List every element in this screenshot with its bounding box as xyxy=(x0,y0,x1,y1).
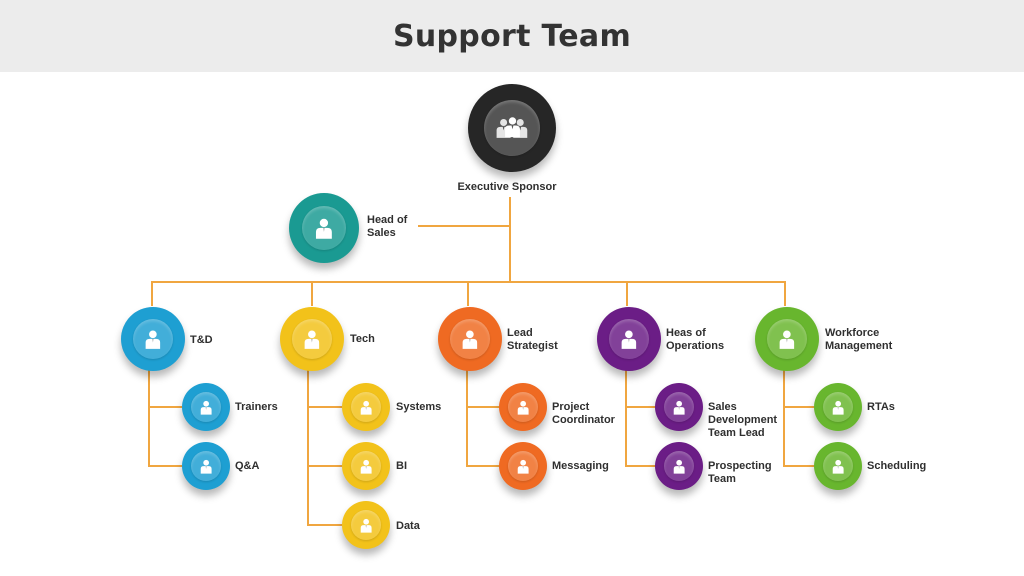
node-project-coordinator xyxy=(499,383,547,431)
node-tech xyxy=(280,307,344,371)
label-line: Team Lead xyxy=(708,427,765,439)
node-scheduling xyxy=(814,442,862,490)
label-scheduling: Scheduling xyxy=(867,460,927,472)
node-bi xyxy=(342,442,390,490)
header-bar: Support Team xyxy=(0,0,1024,72)
person-icon xyxy=(515,399,531,415)
person-icon xyxy=(358,517,374,533)
label-bi: BI xyxy=(396,460,407,472)
person-icon xyxy=(358,399,374,415)
people-group-icon xyxy=(494,114,531,142)
person-icon xyxy=(830,458,846,474)
label-line: Project xyxy=(552,401,590,413)
node-data xyxy=(342,501,390,549)
label-line: Heas of xyxy=(666,327,706,339)
person-icon xyxy=(671,399,687,415)
node-trainers xyxy=(182,383,230,431)
label-data: Data xyxy=(396,520,420,532)
label-line: Management xyxy=(825,340,893,352)
page-title: Support Team xyxy=(392,18,632,54)
label-trainers: Trainers xyxy=(235,401,278,413)
person-icon xyxy=(142,328,164,350)
label-line: Head of xyxy=(367,214,408,226)
person-icon xyxy=(618,328,640,350)
node-messaging xyxy=(499,442,547,490)
label-executive: Executive Sponsor xyxy=(457,181,557,193)
label-systems: Systems xyxy=(396,401,442,413)
person-icon xyxy=(198,458,214,474)
label-line: Team xyxy=(708,473,736,485)
label-line: Prospecting xyxy=(708,460,772,472)
label-tech: Tech xyxy=(350,333,375,345)
node-executive xyxy=(468,84,556,172)
node-systems xyxy=(342,383,390,431)
node-qa xyxy=(182,442,230,490)
connector-td-sub xyxy=(148,370,182,467)
label-qa: Q&A xyxy=(235,460,260,472)
node-lead xyxy=(438,307,502,371)
person-icon xyxy=(358,458,374,474)
node-sales-dev xyxy=(655,383,703,431)
label-line: Strategist xyxy=(507,340,558,352)
connector-lead-sub xyxy=(466,370,500,467)
person-icon xyxy=(301,328,323,350)
label-rtas: RTAs xyxy=(867,401,895,413)
label-line: Sales xyxy=(367,227,396,239)
person-icon xyxy=(515,458,531,474)
person-icon xyxy=(459,328,481,350)
node-prospecting xyxy=(655,442,703,490)
node-td xyxy=(121,307,185,371)
node-head-sales xyxy=(289,193,359,263)
label-line: Lead xyxy=(507,327,533,339)
label-line: Operations xyxy=(666,340,725,352)
person-icon xyxy=(198,399,214,415)
label-line: Coordinator xyxy=(552,414,615,426)
label-line: Development xyxy=(708,414,778,426)
person-icon xyxy=(671,458,687,474)
label-line: Workforce xyxy=(825,327,880,339)
node-rtas xyxy=(814,383,862,431)
person-icon xyxy=(830,399,846,415)
node-ops xyxy=(597,307,661,371)
label-line: Sales xyxy=(708,401,737,413)
person-icon xyxy=(312,216,336,240)
person-icon xyxy=(776,328,798,350)
connector-wf-sub xyxy=(783,370,816,467)
node-workforce xyxy=(755,307,819,371)
connector-tech-sub xyxy=(307,370,342,526)
connector-ops-sub xyxy=(625,370,657,467)
label-td: T&D xyxy=(190,334,213,346)
label-messaging: Messaging xyxy=(552,460,609,472)
